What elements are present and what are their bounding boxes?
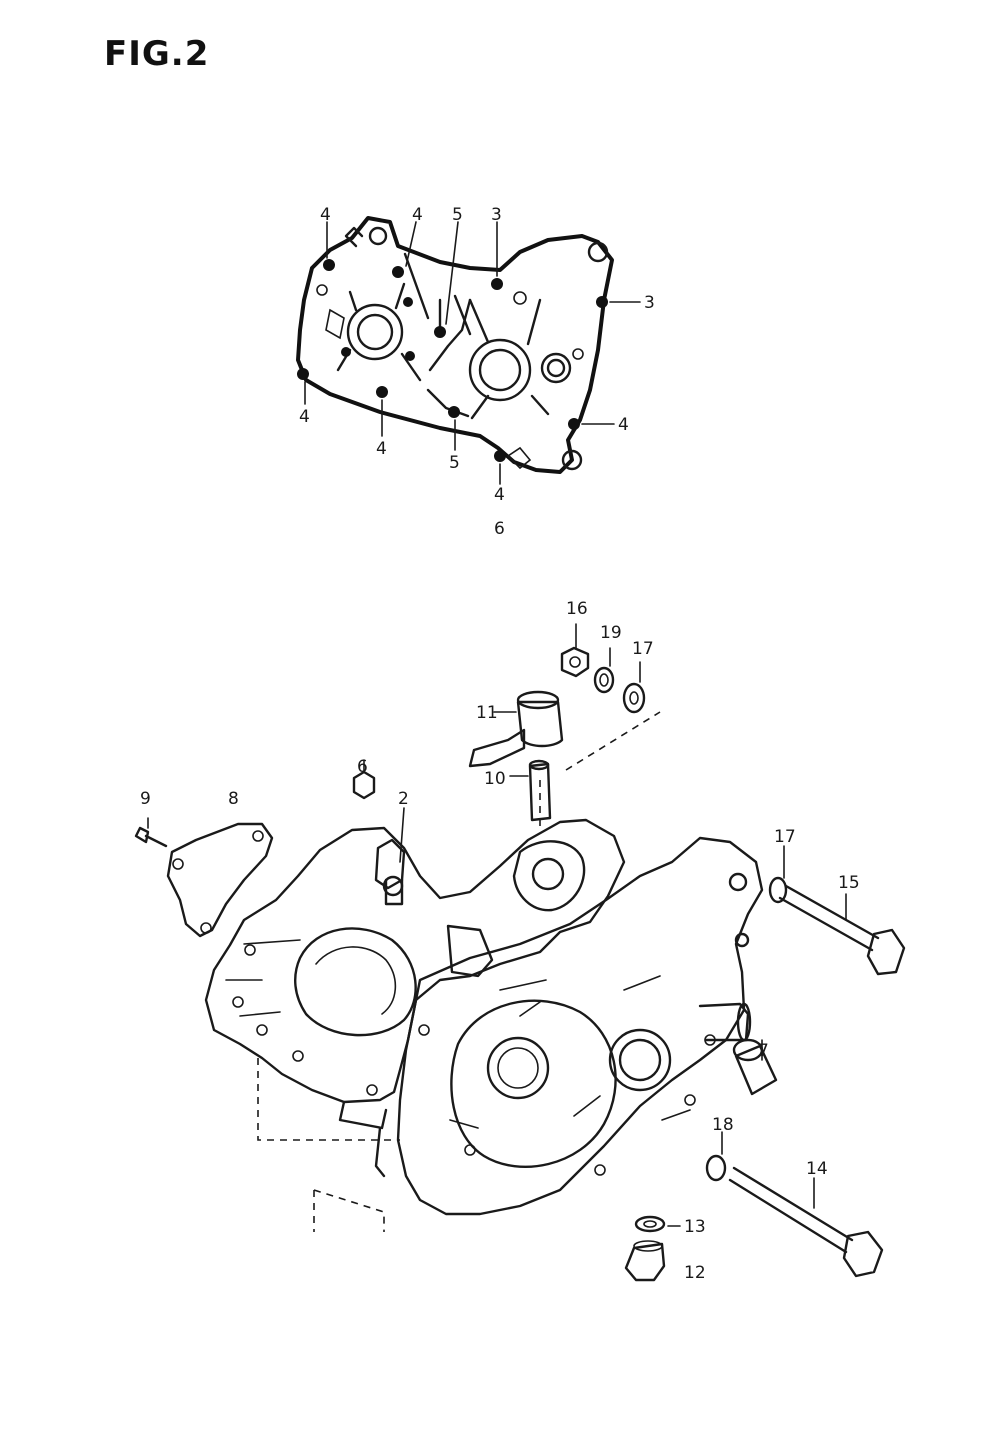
- nut-part-16: [560, 623, 590, 678]
- drain-plug-part-12: [624, 1240, 666, 1282]
- bolt-part-15: [778, 884, 906, 976]
- label-part-7: 7: [758, 1041, 769, 1061]
- callout-left-4: 4: [299, 407, 310, 427]
- washer-part-19: [593, 647, 615, 694]
- callout-top-4b: 4: [412, 205, 423, 225]
- crankcase-assembly: [204, 711, 764, 1232]
- dowel-part-6: [352, 759, 376, 800]
- callout-right-4: 4: [618, 415, 629, 435]
- label-part-14: 14: [806, 1159, 828, 1179]
- stud-part-10: [509, 759, 552, 822]
- washer-part-18: [705, 1131, 727, 1182]
- filter-part-11: [468, 690, 564, 768]
- label-part-17-right: 17: [774, 827, 796, 847]
- label-part-8: 8: [228, 789, 239, 809]
- callout-top-5: 5: [452, 205, 463, 225]
- label-part-10: 10: [484, 769, 506, 789]
- label-part-6: 6: [357, 757, 368, 777]
- bolt-part-14: [728, 1166, 884, 1278]
- dowel-part-2: [399, 807, 405, 863]
- washer-part-17-right: [768, 845, 788, 904]
- washer-part-17-top: [622, 661, 646, 714]
- callout-part-6: 6: [494, 519, 505, 539]
- label-part-12: 12: [684, 1263, 706, 1283]
- crankcase-gasket: [296, 216, 641, 485]
- callout-bottom-5: 5: [449, 453, 460, 473]
- bushing-part-7: [732, 1038, 778, 1096]
- callout-right-3: 3: [644, 293, 655, 313]
- callout-low-4: 4: [494, 485, 505, 505]
- screw-part-9: [134, 817, 168, 848]
- label-part-19: 19: [600, 623, 622, 643]
- cover-plate-part-8: [166, 822, 274, 938]
- label-part-15: 15: [838, 873, 860, 893]
- label-part-11: 11: [476, 703, 498, 723]
- callout-top-3: 3: [491, 205, 502, 225]
- washer-part-13: [634, 1215, 681, 1233]
- label-part-16: 16: [566, 599, 588, 619]
- figure-title: FIG.2: [104, 34, 210, 74]
- label-part-9: 9: [140, 789, 151, 809]
- callout-top-4a: 4: [320, 205, 331, 225]
- label-part-18: 18: [712, 1115, 734, 1135]
- label-part-17-top: 17: [632, 639, 654, 659]
- label-part-2: 2: [398, 789, 409, 809]
- label-part-13: 13: [684, 1217, 706, 1237]
- callout-bottom-4: 4: [376, 439, 387, 459]
